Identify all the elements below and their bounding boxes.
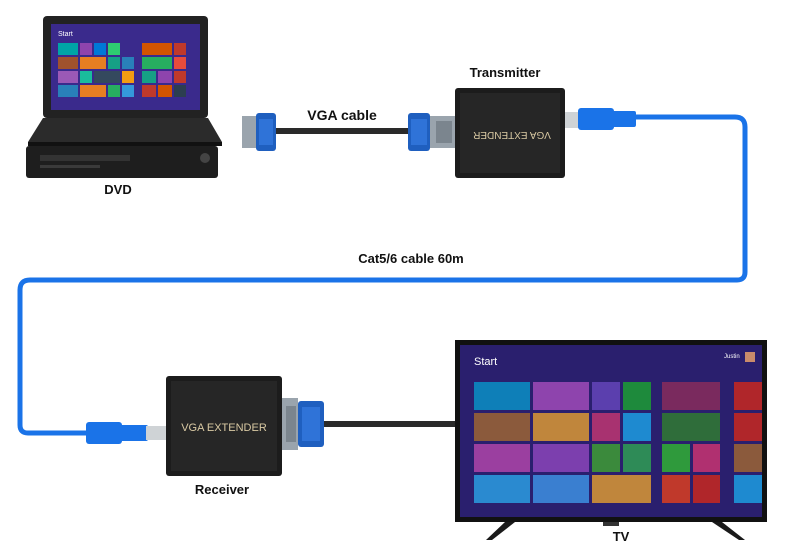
tv-user-name: Justin bbox=[724, 354, 740, 360]
laptop: Start bbox=[26, 16, 222, 178]
label-cat-cable: Cat5/6 cable 60m bbox=[358, 251, 464, 266]
dvd-player bbox=[26, 146, 218, 178]
tv-stand-left bbox=[486, 522, 515, 540]
laptop-start-text: Start bbox=[58, 31, 73, 38]
cat-cable bbox=[17, 114, 748, 436]
vga-plug-left bbox=[242, 116, 258, 148]
label-dvd: DVD bbox=[104, 182, 131, 197]
laptop-tiles bbox=[58, 43, 186, 97]
transmitter-text: VGA EXTENDER bbox=[473, 129, 551, 140]
vga-cable-top bbox=[242, 113, 456, 151]
label-vga-cable: VGA cable bbox=[307, 107, 377, 123]
tv-user-avatar bbox=[745, 352, 755, 362]
label-receiver: Receiver bbox=[195, 482, 249, 497]
rj45-plug-receiver bbox=[86, 422, 122, 444]
tv-start-text: Start bbox=[474, 356, 497, 368]
label-tv: TV bbox=[613, 529, 630, 544]
label-transmitter: Transmitter bbox=[470, 65, 541, 80]
rj45-plug-transmitter bbox=[578, 108, 614, 130]
tv-stand-right bbox=[712, 522, 745, 540]
tv: Start Justin bbox=[455, 340, 767, 540]
transmitter-device: VGA EXTENDER bbox=[455, 88, 636, 178]
receiver-text: VGA EXTENDER bbox=[181, 422, 267, 434]
tv-tiles bbox=[474, 382, 762, 503]
receiver-device: VGA EXTENDER bbox=[86, 376, 324, 476]
